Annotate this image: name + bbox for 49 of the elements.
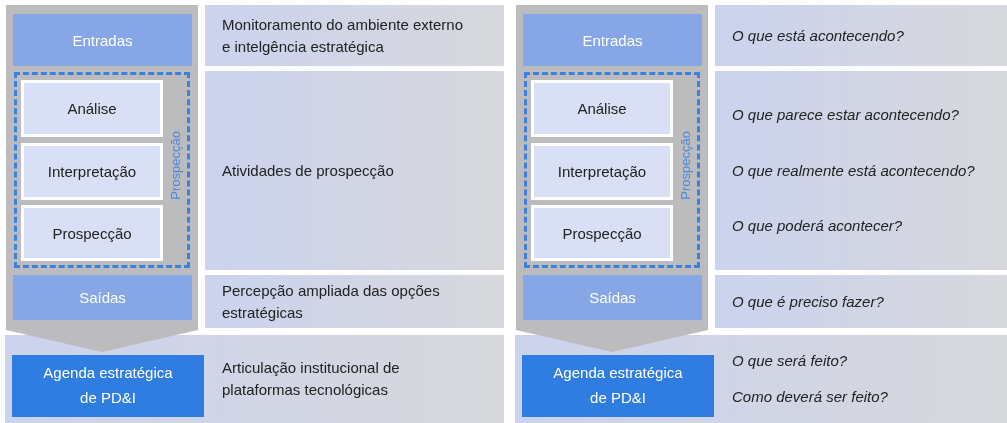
band-text: O que poderá acontecer? [732, 215, 904, 236]
description-band [515, 335, 1007, 423]
step-label: Análise [577, 100, 627, 117]
band-text: O que é preciso fazer? [732, 291, 885, 312]
stage-box [13, 275, 192, 320]
band-text: Percepção ampliada das opções estratégicas [222, 280, 441, 323]
agenda-label: Agenda estratégica de PD&I [552, 363, 684, 408]
step-box [531, 205, 673, 261]
description-band [205, 275, 504, 328]
band-text: O que está acontecendo? [732, 25, 905, 46]
stage-box [523, 275, 702, 320]
stage-box [13, 14, 192, 66]
step-label: Interpretação [47, 163, 137, 180]
step-label: Prospecção [52, 224, 132, 242]
band-text: Articulação institucional de plataformas tecnológicas [222, 358, 401, 400]
step-box [21, 80, 163, 137]
chevron-arrow-column [516, 5, 708, 352]
description-band [715, 71, 1007, 270]
band-text: Monitoramento do ambiente externo e intelgência estratégica [222, 14, 464, 57]
band-text: O que será feito? [732, 350, 849, 371]
dashed-group-frame [524, 72, 700, 268]
group-label: Prospecção [678, 131, 693, 200]
step-box [531, 80, 673, 137]
description-band [205, 5, 504, 66]
stage-label: Saídas [589, 289, 636, 306]
chevron-arrow-column [6, 5, 198, 352]
band-text: Como deverá ser feito? [732, 387, 889, 408]
description-band [715, 5, 1007, 66]
step-label: Análise [67, 100, 117, 117]
description-band [205, 71, 504, 270]
band-text: O que realmente está acontecendo? [732, 160, 976, 181]
band-text: Atividades de prospecção [222, 160, 395, 181]
agenda-label: Agenda estratégica de PD&I [42, 363, 174, 408]
step-box [21, 205, 163, 261]
step-label: Prospecção [562, 224, 642, 242]
agenda-box [522, 355, 714, 417]
stage-label: Entradas [582, 31, 643, 49]
stage-label: Entradas [72, 31, 133, 49]
band-text: O que parece estar acontecendo? [732, 105, 960, 126]
step-box [531, 143, 673, 200]
description-band [715, 275, 1007, 328]
agenda-box [12, 355, 204, 417]
stage-box [523, 14, 702, 66]
description-band [5, 335, 504, 423]
group-label: Prospecção [168, 131, 183, 200]
dashed-group-frame [14, 72, 190, 268]
stage-label: Saídas [79, 289, 126, 306]
step-box [21, 143, 163, 200]
step-label: Interpretação [557, 163, 647, 180]
